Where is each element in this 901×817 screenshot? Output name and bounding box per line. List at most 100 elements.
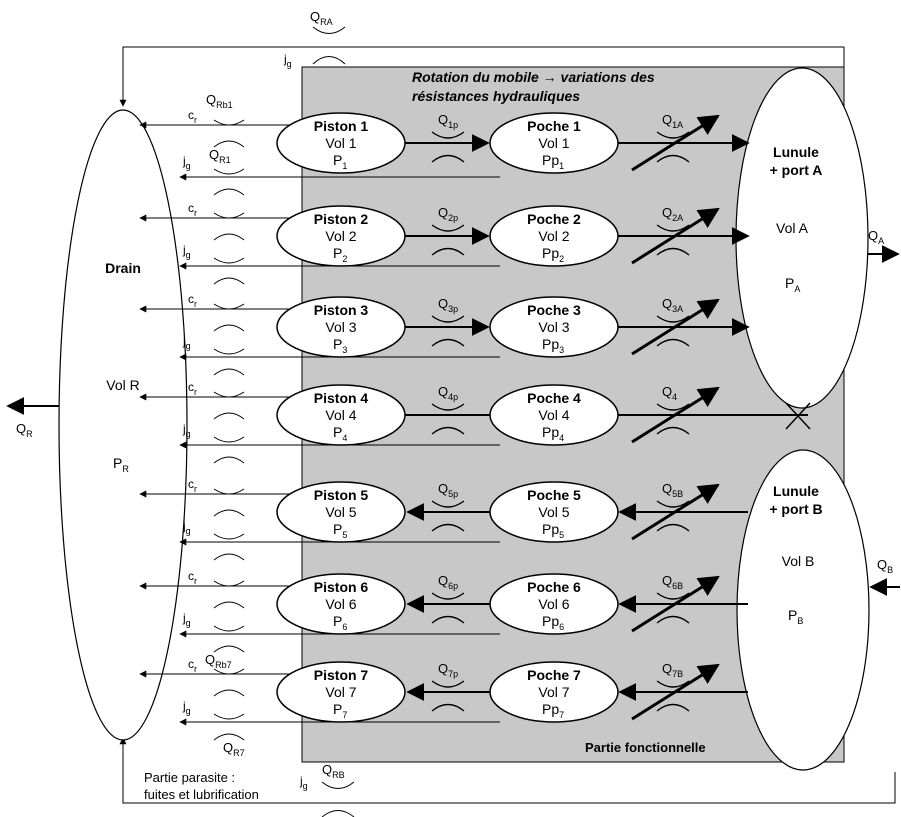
piston-vol: Vol 3 bbox=[325, 319, 356, 335]
leak-arc bbox=[213, 533, 245, 540]
resistance-arc-bottom bbox=[431, 703, 465, 712]
flow-qrb1: QRb1 bbox=[206, 92, 233, 110]
flow-piston-poche-label: Q7p bbox=[438, 661, 458, 679]
poche-vol: Vol 7 bbox=[538, 684, 569, 700]
resistance-arc-top bbox=[656, 592, 690, 600]
piston-pressure: P1 bbox=[333, 152, 347, 171]
lunule-b-title2: + port B bbox=[769, 501, 822, 517]
resistance-arc-top bbox=[431, 500, 465, 508]
poche-name: Poche 2 bbox=[527, 211, 581, 227]
resistance-arc-top bbox=[431, 224, 465, 232]
flow-piston-poche-label: Q5p bbox=[438, 481, 458, 499]
flow-qr1: QR1 bbox=[209, 147, 231, 165]
poche-vol: Vol 6 bbox=[538, 596, 569, 612]
lunule-b-ellipse bbox=[736, 449, 870, 771]
lunule-b-pressure: PB bbox=[788, 607, 803, 626]
poche-pressure: Pp6 bbox=[542, 613, 564, 632]
flow-qr7: QR7 bbox=[223, 740, 245, 758]
flow-piston-poche-label: Q6p bbox=[438, 573, 458, 591]
piston-vol: Vol 6 bbox=[325, 596, 356, 612]
leak-cr-label: cr bbox=[188, 477, 197, 494]
leak-arc bbox=[213, 119, 245, 126]
leak-arc bbox=[213, 348, 245, 355]
flow-piston-poche-label: Q2p bbox=[438, 205, 458, 223]
parasitic-label-line1: Partie parasite : bbox=[144, 770, 235, 785]
lunule-a-pressure: PA bbox=[785, 275, 800, 294]
resistance-arc-top bbox=[431, 403, 465, 411]
leak-arc bbox=[213, 324, 245, 332]
flow-qb: QB bbox=[877, 557, 893, 575]
piston-name: Piston 4 bbox=[314, 390, 369, 406]
resistance-arc-top bbox=[656, 500, 690, 508]
header-line1: Rotation du mobile → variations des bbox=[412, 69, 655, 85]
flow-poche-lunule-label: Q2A bbox=[662, 205, 683, 223]
poche-name: Poche 1 bbox=[527, 118, 581, 134]
leak-arc bbox=[213, 645, 245, 653]
piston-vol: Vol 1 bbox=[325, 135, 356, 151]
piston-pressure: P6 bbox=[333, 613, 347, 632]
flow-piston-poche-label: Q4p bbox=[438, 384, 458, 402]
resistance-arc-top bbox=[656, 131, 690, 139]
leak-arc bbox=[213, 391, 245, 398]
resistance-arc-top bbox=[656, 315, 690, 323]
leak-arc bbox=[213, 412, 245, 420]
variable-resistance-arrow bbox=[631, 114, 720, 172]
drain-vol: Vol R bbox=[106, 377, 139, 393]
poche-name: Poche 7 bbox=[527, 667, 581, 683]
leak-jg-label: jg bbox=[182, 519, 191, 536]
variable-resistance-arrow bbox=[631, 386, 720, 444]
leak-arc bbox=[213, 233, 245, 241]
resistance-arc-bottom bbox=[431, 338, 465, 347]
resistance-arc-top bbox=[656, 680, 690, 688]
resistance-arc-bottom bbox=[431, 523, 465, 532]
leak-jg-label: jg bbox=[182, 422, 191, 439]
piston-pressure: P7 bbox=[333, 701, 347, 720]
leak-cr-label: cr bbox=[188, 201, 197, 218]
drain-ellipse bbox=[58, 109, 188, 741]
piston-name: Piston 6 bbox=[314, 579, 369, 595]
lunule-b-title1: Lunule bbox=[773, 483, 819, 499]
flow-poche-lunule-label: Q1A bbox=[662, 112, 683, 130]
svg-text:QRB: QRB bbox=[322, 762, 345, 780]
resistance-arc-bottom bbox=[656, 615, 690, 624]
drain-pressure: PR bbox=[113, 455, 129, 474]
piston-pressure: P2 bbox=[333, 245, 347, 264]
leak-arc bbox=[213, 553, 245, 561]
leak-arc bbox=[213, 488, 245, 495]
leak-arc bbox=[213, 436, 245, 443]
leak-arc bbox=[213, 601, 245, 609]
flow-poche-lunule-label: Q5B bbox=[662, 481, 683, 499]
flow-piston-poche-label: Q3p bbox=[438, 296, 458, 314]
resistance-arc-bottom bbox=[431, 615, 465, 624]
poche-vol: Vol 5 bbox=[538, 504, 569, 520]
flow-qa: QA bbox=[868, 228, 884, 246]
piston-name: Piston 3 bbox=[314, 302, 369, 318]
leak-arc bbox=[213, 368, 245, 376]
leak-cr-label: cr bbox=[188, 380, 197, 397]
leak-arc bbox=[213, 257, 245, 264]
poche-pressure: Pp3 bbox=[542, 336, 564, 355]
leak-arc bbox=[213, 188, 245, 196]
resistance-arc-top bbox=[656, 224, 690, 232]
piston-pressure: P3 bbox=[333, 336, 347, 355]
poche-pressure: Pp4 bbox=[542, 424, 564, 443]
piston-vol: Vol 7 bbox=[325, 684, 356, 700]
poche-vol: Vol 3 bbox=[538, 319, 569, 335]
leak-arc bbox=[213, 168, 245, 175]
piston-pressure: P4 bbox=[333, 424, 347, 443]
piston-vol: Vol 5 bbox=[325, 504, 356, 520]
leak-arc bbox=[213, 509, 245, 517]
drain-title: Drain bbox=[105, 260, 141, 276]
leak-jg-label: jg bbox=[182, 611, 191, 628]
flow-poche-lunule-label: Q4 bbox=[662, 384, 677, 402]
blocked-cross bbox=[785, 402, 811, 430]
functional-label: Partie fonctionnelle bbox=[585, 740, 706, 755]
poche-pressure: Pp1 bbox=[542, 152, 564, 171]
parasitic-label-line2: fuites et lubrification bbox=[144, 787, 259, 802]
